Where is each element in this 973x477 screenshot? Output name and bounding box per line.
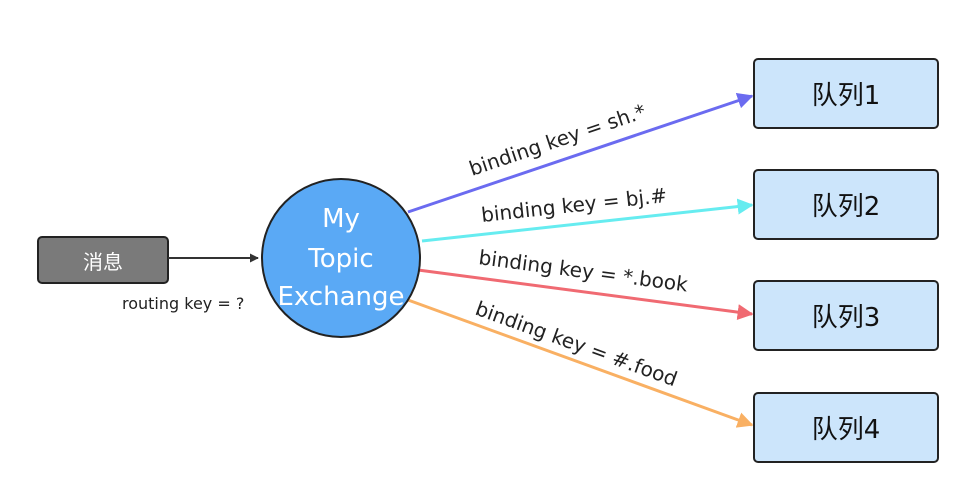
message-box: [37, 236, 169, 284]
message-label: 消息: [83, 250, 123, 274]
binding-label-4: binding key = #.food: [472, 296, 680, 391]
binding-arrow-4: [407, 298, 754, 428]
queue-node-1: 队列1: [753, 58, 939, 129]
queue-box: [753, 280, 939, 351]
queue-label: 队列2: [812, 192, 881, 222]
exchange-label-line-1: My: [322, 204, 360, 234]
queue-node-4: 队列4: [753, 392, 939, 463]
exchange-label-line-3: Exchange: [277, 282, 404, 312]
queue-label: 队列4: [812, 415, 881, 445]
queue-box: [753, 392, 939, 463]
binding-label-3: binding key = *.book: [477, 245, 689, 296]
queue-box: [753, 169, 939, 240]
exchange-label-line-2: Topic: [307, 244, 373, 274]
queue-box: [753, 58, 939, 129]
queue-label: 队列3: [812, 303, 881, 333]
queue-label: 队列1: [812, 81, 881, 111]
binding-arrow-3: [417, 268, 754, 321]
message-node: 消息: [37, 236, 169, 284]
queue-node-2: 队列2: [753, 169, 939, 240]
binding-label-2: binding key = bj.#: [480, 183, 668, 227]
exchange-node: My Topic Exchange: [261, 178, 421, 338]
binding-arrow-2: [421, 198, 754, 243]
routing-key-label: routing key = ?: [122, 294, 244, 313]
queue-node-3: 队列3: [753, 280, 939, 351]
exchange-circle: [261, 178, 421, 338]
binding-arrow-1: [407, 93, 754, 214]
